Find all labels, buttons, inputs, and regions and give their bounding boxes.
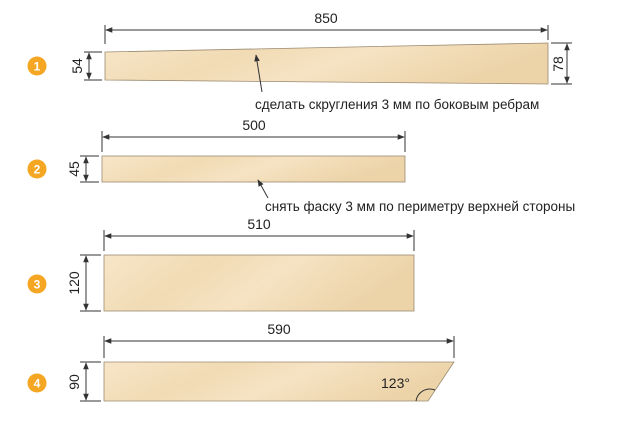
part-3: 3 510 120	[27, 216, 415, 312]
part-3-board	[103, 254, 415, 312]
part-1-board	[104, 42, 549, 85]
part-2: 2 500 45 снять фаску 3 мм по периметру в…	[27, 117, 575, 214]
part-4: 4 590 90 123°	[27, 321, 455, 402]
part-1-note: сделать скругления 3 мм по боковым ребра…	[255, 97, 539, 112]
part-2-number: 2	[34, 163, 41, 177]
part-4-left-height-label: 90	[66, 374, 82, 390]
part-2-left-height-label: 45	[66, 161, 82, 177]
part-4-board	[103, 361, 455, 402]
part-1-badge	[27, 56, 47, 76]
part-4-badge	[27, 373, 47, 393]
part-3-number: 3	[34, 278, 41, 292]
part-3-badge	[27, 274, 47, 294]
part-3-length-label: 510	[247, 216, 271, 232]
part-4-number: 4	[34, 377, 41, 391]
part-4-length-label: 590	[267, 321, 291, 337]
part-2-badge	[27, 159, 47, 179]
part-3-left-height-label: 120	[66, 271, 82, 295]
part-1-right-height-label: 78	[550, 56, 566, 72]
part-2-note: снять фаску 3 мм по периметру верхней ст…	[265, 199, 575, 214]
part-1-length-label: 850	[314, 10, 338, 26]
part-2-length-label: 500	[242, 117, 266, 133]
part-1: 1 850 54 78 сделать скругления 3 мм по б…	[27, 10, 572, 112]
part-1-number: 1	[34, 60, 41, 74]
part-1-note-leader	[254, 54, 263, 93]
part-1-left-height-label: 54	[69, 58, 85, 74]
part-2-board	[101, 155, 406, 183]
part-2-note-leader	[257, 179, 269, 199]
part-4-angle-label: 123°	[381, 375, 410, 391]
part-4-angle-arc	[415, 388, 436, 402]
